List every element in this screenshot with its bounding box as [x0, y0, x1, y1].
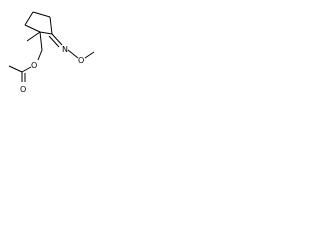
methoxy-bond — [84, 51, 95, 59]
ester-oxygen-label: O — [31, 61, 37, 70]
methylene-o-bond — [37, 49, 43, 61]
carbonyl-oxygen-label: O — [20, 85, 26, 94]
ring-bond-c2-c3 — [32, 11, 51, 18]
molecule-svg: N O O O — [8, 11, 95, 94]
oxime-nitrogen-label: N — [62, 45, 68, 54]
oxime-double-bond-inner — [48, 35, 60, 48]
oxime-n-o-bond — [67, 49, 79, 59]
oxime-oxygen-label: O — [78, 56, 84, 65]
ring-bond-c3-c4 — [24, 11, 34, 26]
methylene-bond — [39, 31, 43, 51]
oxime-double-bond-outer — [51, 33, 63, 46]
ring-bond-c1-c2 — [49, 16, 53, 35]
ring-bond-c4-quaternary — [24, 24, 41, 33]
ester-o-c-bond — [21, 66, 32, 73]
ring-bond-quaternary-c1 — [39, 31, 53, 35]
molecule-structure: N O O O — [0, 0, 97, 97]
acetyl-methyl-bond — [8, 65, 23, 73]
methyl-bond — [26, 31, 41, 42]
